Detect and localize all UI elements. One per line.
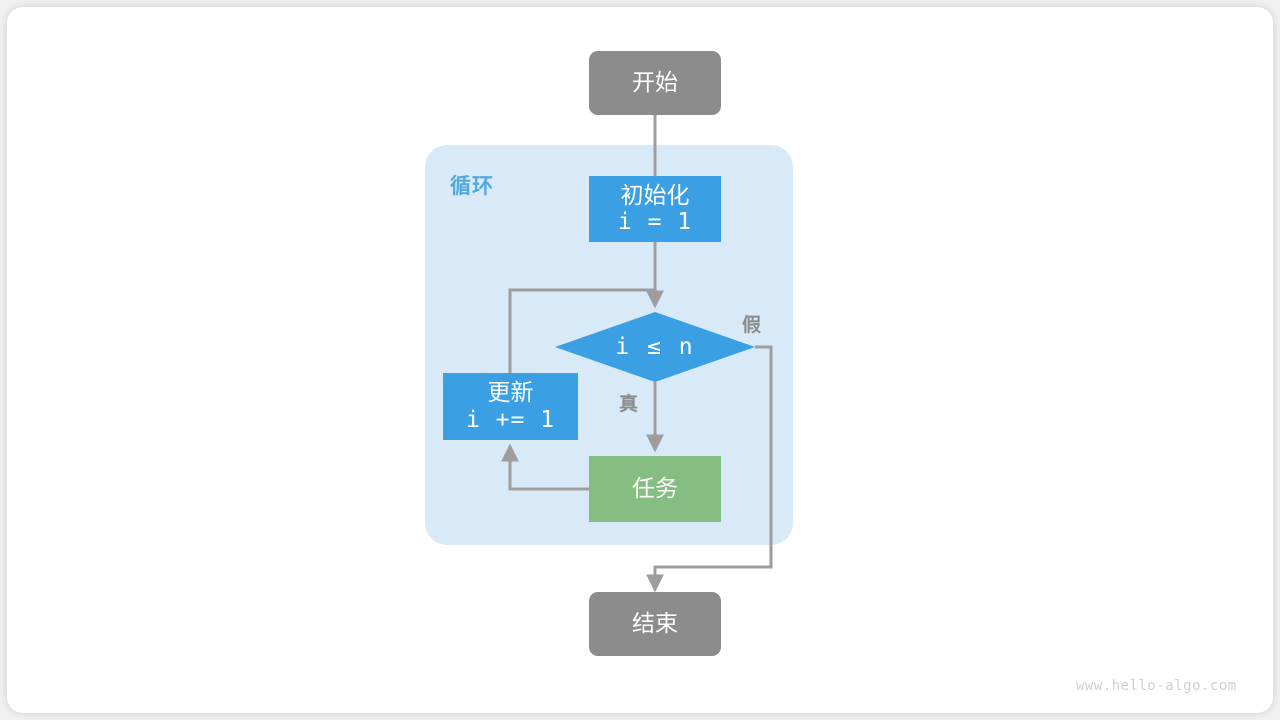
node-init-label: 初始化: [620, 181, 690, 208]
node-end-label: 结束: [632, 610, 678, 637]
node-init[interactable]: 初始化 i = 1: [589, 176, 721, 242]
node-condition-label: i ≤ n: [615, 334, 695, 360]
node-update[interactable]: 更新 i += 1: [443, 373, 578, 440]
node-task-label: 任务: [632, 475, 678, 502]
edge-label-true: 真: [619, 394, 639, 415]
node-end[interactable]: 结束: [589, 592, 721, 656]
node-task[interactable]: 任务: [589, 456, 721, 522]
loop-container-label: 循环: [450, 175, 494, 198]
node-condition[interactable]: i ≤ n: [555, 312, 755, 382]
watermark: www.hello-algo.com: [1076, 678, 1237, 694]
node-start-label: 开始: [632, 69, 678, 96]
edge-label-false: 假: [742, 315, 762, 336]
node-start[interactable]: 开始: [589, 51, 721, 115]
node-update-expression: i += 1: [465, 406, 556, 433]
node-update-label: 更新: [487, 379, 534, 406]
diamond-shape: [555, 312, 755, 382]
node-init-expression: i = 1: [617, 209, 693, 235]
